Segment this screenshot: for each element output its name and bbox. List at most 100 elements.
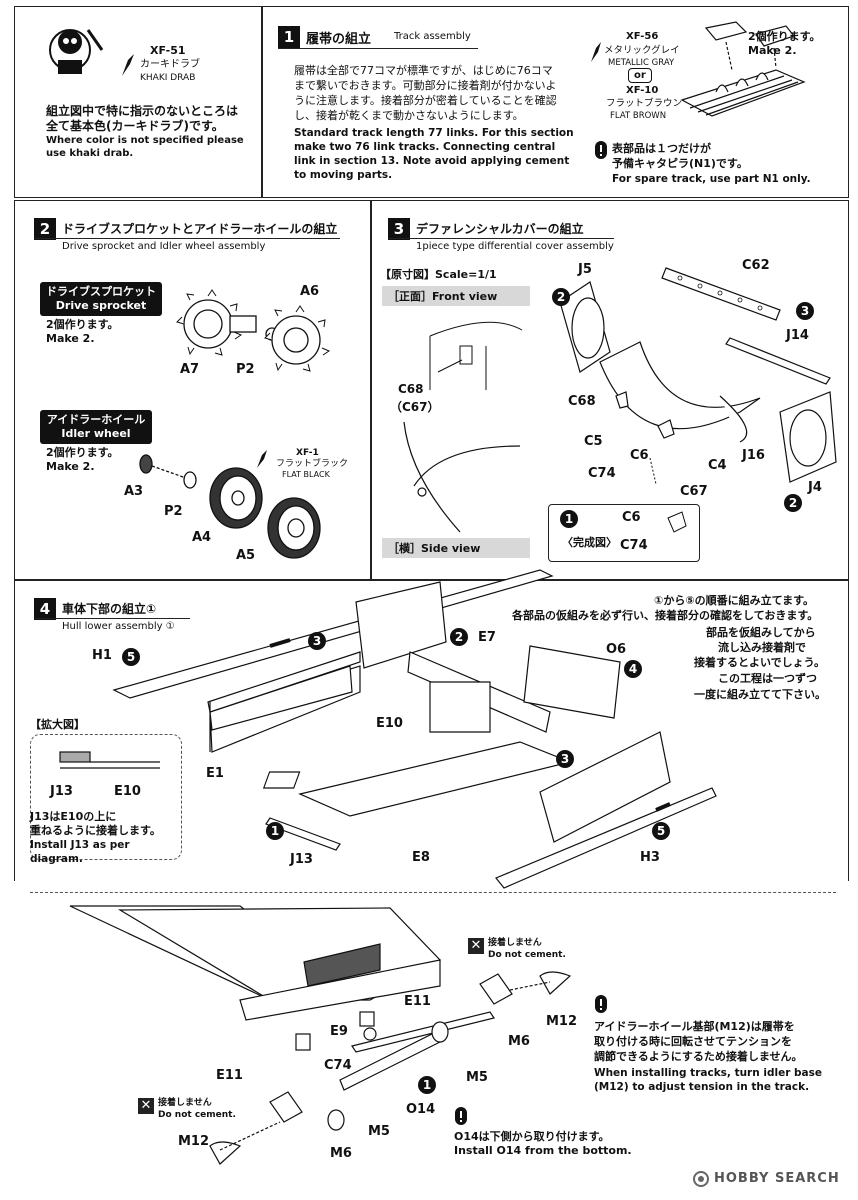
step2-make-en-1: Make 2. <box>46 332 95 345</box>
step3-done-diagram <box>667 511 687 533</box>
track-links-diagram <box>680 21 806 117</box>
step3-panel <box>371 200 849 580</box>
step3-c68: C68 <box>398 382 424 396</box>
step1-title-jp: 履帯の組立 <box>306 32 372 47</box>
step5-part-m12-a: M12 <box>546 1014 578 1029</box>
painter-mascot-icon <box>49 29 104 74</box>
step5-order-1: 1 <box>418 1076 436 1094</box>
step4-part-j13: J13 <box>290 852 313 867</box>
step3-done-c74: C74 <box>620 538 648 553</box>
step3-part-j14: J14 <box>786 328 809 343</box>
step3-done-label: 〈完成図〉 <box>562 536 617 549</box>
paint-brush-icon <box>257 450 267 468</box>
step4-order-5a: 5 <box>122 648 140 666</box>
step4-zoom-jp-0: J13はE10の上に <box>30 810 117 823</box>
step2-panel <box>14 200 371 580</box>
step3-done-box <box>548 504 700 562</box>
step3-order-1: 1 <box>560 510 578 528</box>
step3-side-view-diagram <box>403 421 521 533</box>
step1-body-jp-0: 履帯は全部で77コマが標準ですが、はじめに76コマ <box>294 64 553 77</box>
step5-nocement-en-a: Do not cement. <box>488 950 566 960</box>
step2-title-en: Drive sprocket and Idler wheel assembly <box>62 241 266 252</box>
step4-order-0: ①から⑤の順番に組み立てます。 <box>654 594 814 607</box>
step1-make-jp: 2個作ります。 <box>748 30 821 43</box>
hobby-search-logo-icon <box>693 1171 709 1187</box>
step-divider <box>30 892 836 893</box>
step4-zoom-box <box>30 734 182 860</box>
step1-title-en: Track assembly <box>394 31 471 42</box>
step4-order-3: 流し込み接着剤で <box>718 641 806 654</box>
step4-order-1: 各部品の仮組みを必ず行い、接着部分の確認をしておきます。 <box>512 609 819 622</box>
step5-nocement-jp-a: 接着しません <box>488 938 542 948</box>
step4-zoom-j13: J13 <box>50 784 73 799</box>
step3-order-3: 3 <box>796 302 814 320</box>
step2-part-p2b: P2 <box>164 504 183 519</box>
step5-idler-jp-1: 取り付ける時に回転させてテンションを <box>594 1035 792 1048</box>
step4-zoom-diagram <box>59 751 160 769</box>
idler-wheel-diagram <box>139 454 321 559</box>
step2-paint-en: FLAT BLACK <box>282 470 330 479</box>
step2-idler-jp: アイドラーホイール <box>46 413 146 426</box>
step2-title-jp: ドライブスプロケットとアイドラーホイールの組立 <box>62 222 338 236</box>
step3-title-en: 1piece type differential cover assembly <box>416 241 614 252</box>
intro-note-jp-2: 全て基本色(カーキドラブ)です。 <box>46 119 224 133</box>
step3-part-c68: C68 <box>568 394 596 409</box>
step3-part-c62: C62 <box>742 258 770 273</box>
step3-order-2b: 2 <box>784 494 802 512</box>
step4-zoom-label: 【拡大図】 <box>30 718 85 731</box>
step3-part-j5: J5 <box>578 262 592 277</box>
step5-idler-jp-2: 調節できるようにするため接着しません。 <box>594 1050 803 1063</box>
hull-rear-diagram <box>69 905 572 1165</box>
caution-icon <box>595 995 607 1013</box>
step1-spare-jp: 表部品は１つだけが <box>612 142 711 155</box>
intro-panel <box>14 6 262 198</box>
step4-zoom-e10: E10 <box>114 784 141 799</box>
caution-icon <box>595 141 607 159</box>
step5-nocement-en-b: Do not cement. <box>158 1110 236 1120</box>
step3-side-view: ［横］Side view <box>382 538 530 558</box>
step4-part-o6: O6 <box>606 642 627 657</box>
differential-cover-diagram <box>559 267 837 485</box>
step4-order-3b: 3 <box>556 750 574 768</box>
step2-part-a3: A3 <box>124 484 144 499</box>
step5-part-m6-a: M6 <box>508 1034 530 1049</box>
drive-sprocket-diagram <box>176 289 331 372</box>
step5-part-o14: O14 <box>406 1102 436 1117</box>
watermark: HOBBY SEARCH <box>714 1171 840 1186</box>
step1-paint2-code: XF-10 <box>626 85 659 96</box>
step2-part-a6: A6 <box>300 284 320 299</box>
step5-part-m12-b: M12 <box>178 1134 210 1149</box>
step5-nocement-jp-b: 接着しません <box>158 1098 212 1108</box>
intro-note-jp-1: 組立図中で特に指示のないところは <box>46 104 239 118</box>
step5-idler-en-1: (M12) to adjust tension in the track. <box>594 1081 810 1093</box>
step4-order-1: 1 <box>266 822 284 840</box>
step1-body-jp-1: まで繋いでおきます。可動部分に接着剤が付かないよ <box>294 79 557 92</box>
intro-note-en-1: Where color is not specified please <box>46 135 244 146</box>
intro-paint-code: XF-51 <box>150 44 186 57</box>
step4-part-e7: E7 <box>478 630 496 645</box>
step4-order-4: 接着するとよいでしょう。 <box>694 656 826 669</box>
step1-number: 1 <box>278 26 300 48</box>
step4-zoom-jp-1: 重ねるように接着します。 <box>30 824 161 837</box>
step2-make-jp-2: 2個作ります。 <box>46 446 119 459</box>
step1-paint1-code: XF-56 <box>626 31 659 42</box>
step3-order-2a: 2 <box>552 288 570 306</box>
step2-make-en-2: Make 2. <box>46 460 95 473</box>
step4-zoom-en-1: diagram. <box>30 853 83 865</box>
step2-number: 2 <box>34 218 56 240</box>
step3-title-jp: デファレンシャルカバーの組立 <box>416 222 584 236</box>
intro-paint-jp: カーキドラブ <box>140 59 200 70</box>
step2-sprocket-label: ドライブスプロケット Drive sprocket <box>40 282 162 316</box>
step5-part-e11-b: E11 <box>216 1068 243 1083</box>
step1-paint2-en: FLAT BROWN <box>610 111 667 121</box>
intro-note-en-2: use khaki drab. <box>46 148 134 159</box>
step4-number: 4 <box>34 598 56 620</box>
step4-order-6: 一度に組み立てて下さい。 <box>694 688 826 701</box>
step2-idler-label: アイドラーホイール Idler wheel <box>40 410 152 444</box>
step5-part-m5-b: M5 <box>368 1124 390 1139</box>
step1-body-jp-2: うに注意します。接着部分が密着していることを確認 <box>294 94 557 107</box>
intro-paint-en: KHAKI DRAB <box>140 73 196 83</box>
step4-part-e1: E1 <box>206 766 224 781</box>
step1-body-en-1: make two 76 link tracks. Connecting cent… <box>294 141 556 153</box>
step1-body-en-2: link in section 13. Note avoid applying … <box>294 155 570 167</box>
